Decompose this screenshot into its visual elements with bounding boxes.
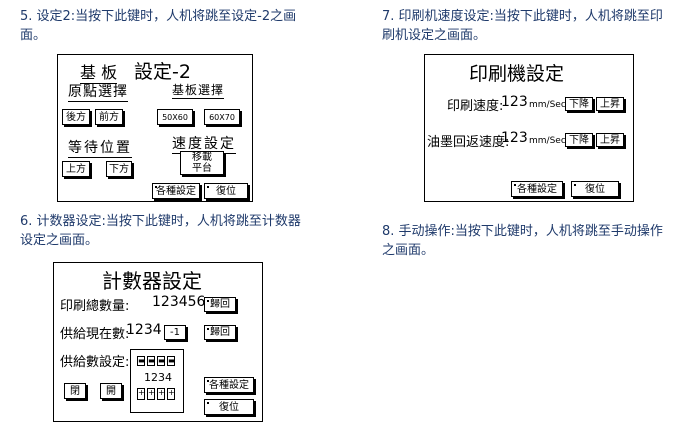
keypad-increment-3[interactable]: + <box>157 388 165 400</box>
screen-title: 計數器設定 <box>102 269 202 293</box>
close-button[interactable]: 閉 <box>64 383 86 399</box>
settings-button[interactable]: 各種設定 <box>204 377 254 393</box>
board-settings-2-screen: 基 板 設定-2 原點選擇 後方 前方 基板選擇 50X60 60X70 等待位… <box>57 54 253 202</box>
print-speed-value: 123 <box>501 94 528 110</box>
reset-button[interactable]: 復位 <box>571 181 619 197</box>
keypad-decrement-3[interactable]: ▬ <box>157 356 166 366</box>
print-speed-unit: mm/Sec <box>529 100 566 110</box>
printer-settings-screen: 印刷機設定 印刷速度: 123 mm/Sec 下降 上昇 油墨回返速度: 123… <box>424 54 634 202</box>
print-speed-up-button[interactable]: 上昇 <box>596 97 624 111</box>
supply-current-label: 供給現在數: <box>60 327 130 342</box>
keypad-decrement-2[interactable]: ▬ <box>147 356 156 366</box>
print-speed-label: 印刷速度: <box>447 99 504 114</box>
settings-button[interactable]: 各種設定 <box>152 183 200 199</box>
screen-title: 印刷機設定 <box>469 63 565 85</box>
supply-return-button[interactable]: 歸回 <box>204 325 236 340</box>
caption-5: 5. 设定2:当按下此键时，人机将跳至设定-2之画面。 <box>20 9 297 43</box>
ink-return-speed-label: 油墨回返速度: <box>427 135 510 150</box>
board-60x70-button[interactable]: 60X70 <box>204 109 240 125</box>
ink-return-speed-unit: mm/Sec <box>529 136 566 146</box>
wait-down-button[interactable]: 下方 <box>106 161 132 177</box>
transfer-label-line1: 移載 <box>192 152 212 163</box>
ink-speed-down-button[interactable]: 下降 <box>565 133 593 147</box>
keypad-decrement-1[interactable]: ▬ <box>137 356 146 366</box>
caption-6: 6. 计数器设定:当按下此键时，人机将跳至计数器设定之画面。 <box>20 214 301 248</box>
wait-up-button[interactable]: 上方 <box>62 161 90 177</box>
counter-settings-screen: 計數器設定 印刷總數量: 123456 歸回 供給現在數: 1234 -1 歸回… <box>53 262 263 422</box>
ink-speed-up-button[interactable]: 上昇 <box>596 133 624 147</box>
ink-return-speed-value: 123 <box>501 130 528 146</box>
print-total-value: 123456 <box>152 294 206 310</box>
supply-keypad: ▬ ▬ ▬ ▬ 1234 + + + + <box>130 349 184 413</box>
reset-button[interactable]: 復位 <box>204 183 248 199</box>
reset-button[interactable]: 復位 <box>204 399 254 415</box>
keypad-increment-1[interactable]: + <box>137 388 145 400</box>
caption-8: 8. 手动操作:当按下此键时，人机将跳至手动操作之画面。 <box>382 224 663 258</box>
print-total-label: 印刷總數量: <box>60 299 130 314</box>
keypad-increment-4[interactable]: + <box>167 388 175 400</box>
transfer-label-line2: 平台 <box>192 163 212 174</box>
keypad-decrement-4[interactable]: ▬ <box>167 356 176 366</box>
board-50x60-button[interactable]: 50X60 <box>157 109 193 125</box>
print-total-return-button[interactable]: 歸回 <box>204 297 236 312</box>
open-button[interactable]: 開 <box>100 383 122 399</box>
origin-back-button[interactable]: 後方 <box>62 109 90 125</box>
wait-position-title: 等待位置 <box>68 137 132 158</box>
keypad-increment-2[interactable]: + <box>147 388 155 400</box>
caption-7: 7. 印刷机速度设定:当按下此键时，人机将跳至印刷机设定之画面。 <box>382 9 663 43</box>
screen-title-board: 基 板 <box>80 59 118 84</box>
transfer-table-button[interactable]: 移載 平台 <box>180 151 224 175</box>
screen-title-settings2: 設定-2 <box>134 61 191 83</box>
settings-button[interactable]: 各種設定 <box>511 181 563 197</box>
supply-current-value: 1234 <box>126 322 162 338</box>
origin-front-button[interactable]: 前方 <box>95 109 123 125</box>
keypad-value: 1234 <box>144 371 172 384</box>
origin-select-title: 原點選擇 <box>68 81 128 102</box>
print-speed-down-button[interactable]: 下降 <box>565 97 593 111</box>
board-select-title: 基板選擇 <box>172 83 225 99</box>
supply-setting-label: 供給數設定: <box>60 355 130 370</box>
supply-minus-one-button[interactable]: -1 <box>164 325 186 340</box>
